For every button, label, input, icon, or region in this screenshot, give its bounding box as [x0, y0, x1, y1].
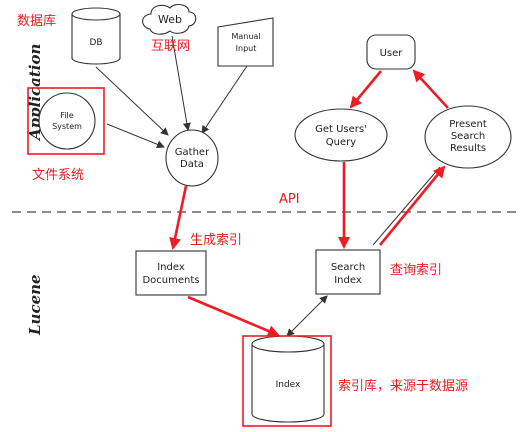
index-store-annotation: 索引库，来源于数据源	[338, 378, 468, 394]
api-label: API	[279, 192, 300, 207]
web-to-gather-arrow	[171, 35, 191, 131]
lucene-layer-label: Lucene	[26, 274, 44, 336]
file-system-to-gather-arrow	[106, 123, 165, 149]
index-documents-label-line2: Documents	[142, 275, 199, 286]
get-users-query-label-line1: Get Users'	[315, 124, 367, 135]
search-index-node: Search Index	[315, 249, 381, 295]
query-index-annotation: 查询索引	[390, 263, 442, 278]
database-annotation: 数据库	[17, 13, 56, 29]
gather-data-label-line1: Gather	[175, 147, 210, 158]
gather-data-label-line2: Data	[180, 159, 204, 170]
get-users-query-label-line2: Query	[326, 137, 356, 148]
search-index-label-line1: Search	[331, 262, 365, 273]
user-node: User	[366, 34, 416, 70]
search-index-to-results-red-arrow	[378, 165, 446, 246]
search-index-label-line2: Index	[334, 275, 362, 286]
index-store-node: Index	[251, 335, 325, 423]
web-label: Web	[158, 13, 182, 26]
db-to-gather-arrow	[95, 66, 169, 136]
cloud-icon	[142, 3, 197, 35]
search-index-to-index-arrow	[286, 295, 328, 337]
build-index-annotation: 生成索引	[190, 233, 242, 248]
file-system-annotation: 文件系统	[32, 168, 84, 183]
internet-annotation: 互联网	[151, 39, 190, 54]
get-users-query-node: Get Users' Query	[294, 108, 388, 162]
index-documents-node: Index Documents	[135, 250, 207, 296]
user-to-query-red-arrow	[349, 70, 382, 109]
manual-input-node: Manual Input	[217, 17, 274, 67]
db-node: DB	[71, 7, 121, 65]
file-system-node: File System	[38, 92, 96, 150]
gather-data-node: Gather Data	[165, 129, 219, 187]
manual-input-label-line2: Input	[236, 44, 257, 53]
index-store-highlight-box	[242, 335, 332, 427]
db-label: DB	[89, 38, 102, 48]
present-results-label-line1: Present	[449, 119, 487, 130]
present-search-results-node: Present Search Results	[424, 105, 512, 169]
present-results-label-line2: Search	[451, 131, 485, 142]
index-documents-label-line1: Index	[157, 262, 185, 273]
web-node: Web	[142, 3, 197, 35]
file-system-label-line2: System	[52, 122, 82, 131]
index-store-label: Index	[276, 380, 301, 390]
results-to-user-red-arrow	[412, 69, 449, 109]
user-label: User	[380, 48, 404, 59]
search-index-to-results-thin-line	[372, 166, 441, 246]
gather-to-index-documents-red-arrow	[169, 185, 188, 250]
file-system-label-line1: File	[60, 111, 73, 120]
present-results-label-line3: Results	[450, 143, 486, 154]
index-documents-to-index-red-arrow	[187, 295, 280, 337]
manual-to-gather-arrow	[201, 65, 248, 134]
file-system-highlight-box	[27, 87, 105, 155]
manual-input-label-line1: Manual	[231, 32, 260, 41]
